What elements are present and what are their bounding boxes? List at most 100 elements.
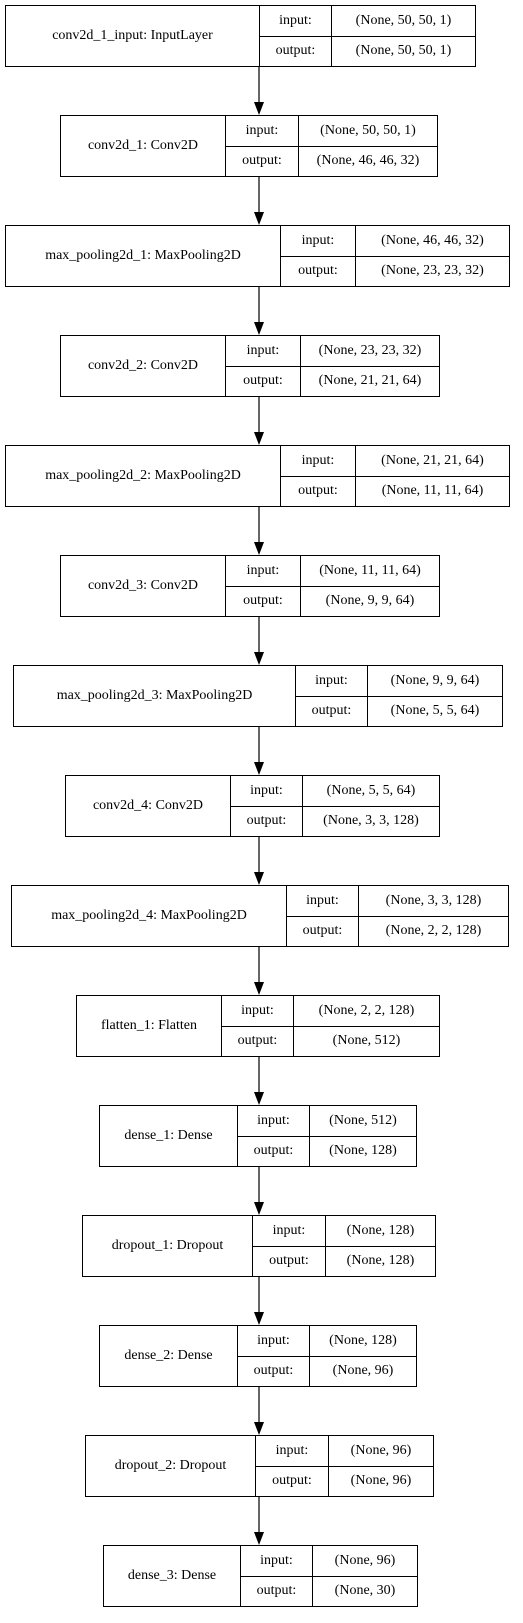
input-label: input: — [279, 12, 312, 28]
input-label: input: — [306, 892, 339, 908]
input-shape: (None, 21, 21, 64) — [381, 452, 484, 468]
io-labels: input: output: — [260, 6, 332, 66]
io-labels: input: output: — [226, 556, 301, 616]
io-labels: input: output: — [296, 666, 368, 726]
output-shape: (None, 23, 23, 32) — [356, 255, 509, 287]
io-shapes: (None, 46, 46, 32) (None, 23, 23, 32) — [356, 226, 509, 286]
input-label: input: — [301, 232, 335, 248]
input-label: input: — [275, 1442, 309, 1458]
output-label: output: — [226, 365, 300, 397]
output-shape: (None, 128) — [310, 1135, 416, 1167]
arrow-head — [254, 322, 264, 335]
input-label: input: — [250, 782, 283, 798]
arrow-head — [254, 542, 264, 555]
layer-node: conv2d_3: Conv2D input: output:(None, 11, … — [60, 555, 440, 617]
io-shapes: (None, 5, 5, 64)(None, 3, 3, 128) — [303, 776, 439, 836]
input-shape: (None, 128) — [329, 1332, 397, 1348]
arrow-head — [254, 762, 264, 775]
io-labels: input:output: — [226, 116, 299, 176]
input-shape: (None, 512) — [329, 1112, 397, 1128]
layer-name: conv2d_4: Conv2D — [66, 776, 231, 836]
io-labels: input:output: — [238, 1326, 310, 1386]
output-shape: (None, 96) — [329, 1465, 433, 1497]
input-shape: (None, 128) — [346, 1222, 415, 1238]
output-label: output: — [241, 1575, 312, 1607]
input-label: input: — [245, 122, 279, 138]
layer-name: conv2d_1: Conv2D — [61, 116, 226, 176]
io-shapes: (None, 128)(None, 96) — [310, 1326, 416, 1386]
io-labels: input:output: — [253, 1216, 326, 1276]
layer-node: max_pooling2d_3: MaxPooling2D input: outpu… — [13, 665, 503, 727]
input-label: input: — [257, 1332, 290, 1348]
input-label: input: — [246, 342, 280, 358]
layer-name: conv2d_3: Conv2D — [61, 556, 226, 616]
layer-name: max_pooling2d_3: MaxPooling2D — [14, 666, 296, 726]
arrow-head — [254, 652, 264, 665]
output-label: output: — [260, 35, 331, 67]
io-shapes: (None, 11, 11, 64)(None, 9, 9, 64) — [301, 556, 439, 616]
output-shape: (None, 21, 21, 64) — [301, 365, 439, 397]
input-shape: (None, 46, 46, 32) — [381, 232, 484, 248]
output-label: output: — [238, 1135, 309, 1167]
input-shape: (None, 50, 50, 1) — [355, 12, 452, 28]
output-shape: (None, 5, 5, 64) — [368, 695, 502, 727]
output-label: output: — [287, 915, 358, 947]
io-labels: input:output: — [281, 446, 356, 506]
output-shape: (None, 30) — [313, 1575, 417, 1607]
output-label: output: — [281, 475, 355, 507]
io-labels: input: output: — [241, 1546, 313, 1606]
io-labels: input: output: — [287, 886, 359, 946]
arrow-head — [254, 1532, 264, 1545]
output-shape: (None, 50, 50, 1) — [332, 35, 475, 67]
input-label: input: — [315, 672, 348, 688]
output-shape: (None, 9, 9, 64) — [301, 585, 439, 617]
layer-name: flatten_1: Flatten — [77, 996, 222, 1056]
io-labels: input: output: — [256, 1436, 329, 1496]
io-shapes: (None, 96)(None, 96) — [329, 1436, 433, 1496]
output-label: output: — [226, 585, 300, 617]
output-shape: (None, 2, 2, 128) — [359, 915, 508, 947]
arrow-head — [254, 432, 264, 445]
layer-name: dense_1: Dense — [100, 1106, 238, 1166]
output-label: output: — [222, 1025, 293, 1057]
layer-name: dense_3: Dense — [104, 1546, 241, 1606]
arrow-head — [254, 872, 264, 885]
io-shapes: (None, 9, 9, 64) (None, 5, 5, 64) — [368, 666, 502, 726]
io-shapes: (None, 96) (None, 30) — [313, 1546, 417, 1606]
output-label: output: — [256, 1465, 328, 1497]
input-shape: (None, 23, 23, 32) — [318, 342, 422, 358]
input-label: input: — [260, 1552, 293, 1568]
layer-name: max_pooling2d_1: MaxPooling2D — [6, 226, 281, 286]
arrow-head — [254, 1202, 264, 1215]
input-shape: (None, 96) — [334, 1552, 396, 1568]
io-shapes: (None, 512) (None, 128) — [310, 1106, 416, 1166]
input-label: input: — [246, 562, 280, 578]
layer-node: conv2d_4: Conv2D input: output:(None, 5, 5… — [65, 775, 440, 837]
io-shapes: (None, 3, 3, 128)(None, 2, 2, 128) — [359, 886, 508, 946]
input-shape: (None, 9, 9, 64) — [390, 672, 480, 688]
io-labels: input:output: — [222, 996, 294, 1056]
output-label: output: — [231, 805, 302, 837]
layer-name: conv2d_2: Conv2D — [61, 336, 226, 396]
output-shape: (None, 46, 46, 32) — [299, 145, 437, 177]
output-shape: (None, 11, 11, 64) — [356, 475, 509, 507]
io-shapes: (None, 2, 2, 128)(None, 512) — [294, 996, 439, 1056]
io-labels: input: output: — [226, 336, 301, 396]
io-shapes: (None, 50, 50, 1) (None, 50, 50, 1) — [332, 6, 475, 66]
layer-name: conv2d_1_input: InputLayer — [6, 6, 260, 66]
layer-name: max_pooling2d_2: MaxPooling2D — [6, 446, 281, 506]
arrow-head — [254, 212, 264, 225]
arrow-head — [254, 982, 264, 995]
io-labels: input: output: — [231, 776, 303, 836]
input-label: input: — [257, 1112, 290, 1128]
output-label: output: — [296, 695, 367, 727]
